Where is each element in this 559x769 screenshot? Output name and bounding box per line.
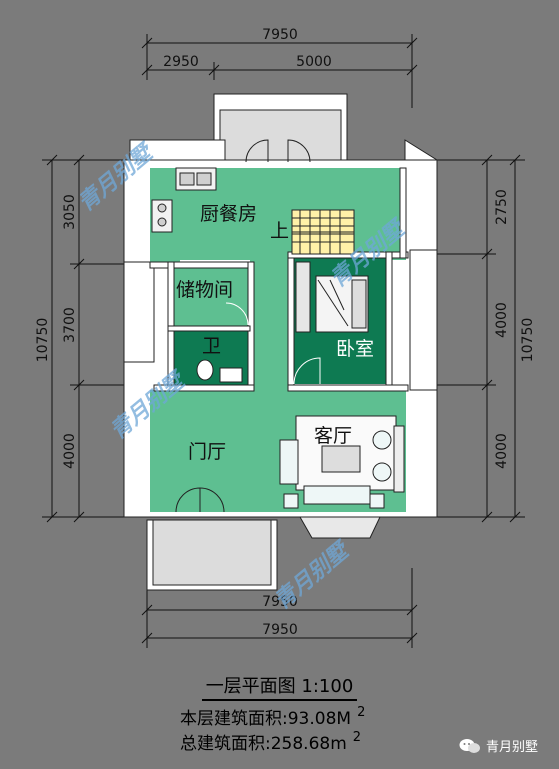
dim-right-total: 10750 bbox=[520, 318, 536, 363]
total-area-label: 总建筑面积: bbox=[180, 734, 271, 754]
room-label-bedroom: 卧室 bbox=[336, 338, 374, 360]
dim-left-top: 3050 bbox=[62, 194, 78, 230]
wechat-badge: 青月别墅 bbox=[459, 736, 538, 755]
dim-top-right: 5000 bbox=[296, 54, 332, 70]
dim-right-top: 2750 bbox=[494, 189, 510, 225]
floor-area-unit-sup: 2 bbox=[357, 705, 366, 720]
total-area-value: 258.68m bbox=[270, 734, 347, 754]
bathroom-fixtures bbox=[196, 302, 249, 383]
floor-area-row: 本层建筑面积:93.08M 2 bbox=[180, 704, 365, 729]
watermark-4: 青月别墅 bbox=[269, 536, 356, 615]
room-label-bathroom: 卫 bbox=[202, 335, 221, 357]
dim-left-bot: 4000 bbox=[62, 433, 78, 469]
room-label-stair: 上 bbox=[270, 220, 289, 242]
floor-area-value: 93.08M bbox=[287, 709, 352, 729]
total-area-row: 总建筑面积:258.68m 2 bbox=[180, 729, 361, 754]
living-furniture bbox=[279, 415, 405, 509]
hall-floor bbox=[250, 258, 290, 393]
dimension-lines bbox=[42, 34, 525, 648]
dim-top-total: 7950 bbox=[262, 27, 298, 43]
interior-walls bbox=[149, 167, 409, 392]
dim-right-mid: 4000 bbox=[494, 302, 510, 338]
dim-left-total: 10750 bbox=[35, 318, 51, 363]
stairs bbox=[291, 209, 355, 255]
wechat-icon bbox=[459, 738, 480, 753]
total-area-unit-sup: 2 bbox=[352, 730, 362, 745]
badge-text: 青月别墅 bbox=[486, 740, 539, 755]
dim-top-left: 2950 bbox=[163, 54, 199, 70]
bedroom-furniture bbox=[293, 261, 369, 385]
kitchen-counter bbox=[151, 167, 217, 233]
plan-title: 一层平面图 1:100 bbox=[0, 672, 559, 701]
plan-title-text: 一层平面图 1:100 bbox=[201, 672, 358, 701]
dim-right-bot: 4000 bbox=[494, 433, 510, 469]
floor-area-label: 本层建筑面积: bbox=[180, 709, 288, 729]
storage-floor bbox=[174, 268, 249, 328]
dim-bottom-lower: 7950 bbox=[262, 622, 298, 638]
balcony-doors bbox=[175, 139, 311, 513]
room-label-living: 客厅 bbox=[314, 425, 352, 447]
room-label-storage: 储物间 bbox=[176, 279, 233, 301]
room-label-foyer: 门厅 bbox=[188, 441, 226, 463]
dim-bottom-upper: 7950 bbox=[262, 594, 298, 610]
room-label-kitchen: 厨餐房 bbox=[200, 203, 257, 225]
dim-left-mid: 3700 bbox=[62, 307, 78, 343]
